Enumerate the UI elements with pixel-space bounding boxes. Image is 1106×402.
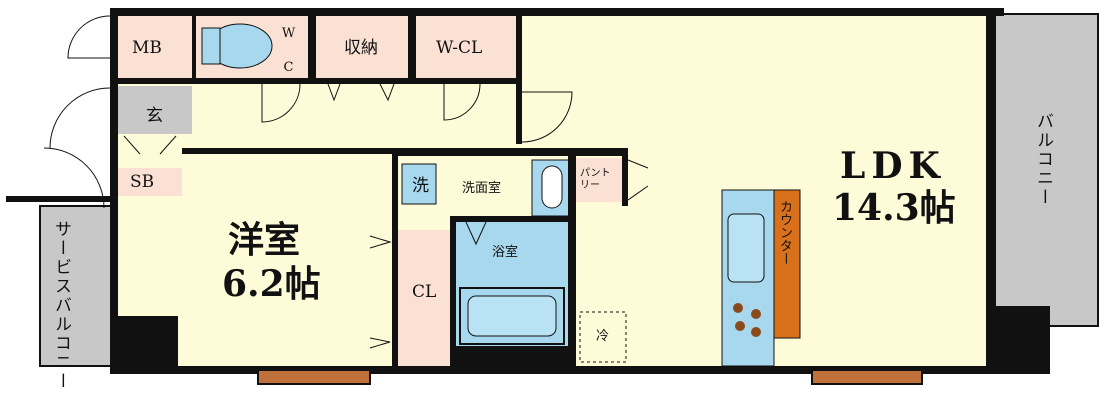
bathtub-inner (467, 295, 557, 337)
wc-label: W C (281, 26, 296, 77)
toilet-tank (201, 27, 221, 65)
storage-room (316, 16, 408, 78)
bathroom-label: 浴室 (492, 245, 519, 260)
stove-burner (733, 303, 743, 313)
door-swings (43, 15, 649, 349)
pantry-label: パントリー (580, 168, 611, 191)
mb-room (118, 16, 192, 78)
closet-label: CL (412, 282, 437, 302)
window (811, 369, 923, 385)
ldk-size: 14.3帖 (832, 187, 956, 229)
washer-label: 洗 (412, 176, 429, 196)
pantry-room (576, 158, 622, 202)
sb-room (118, 168, 182, 196)
washroom-label: 洗面室 (462, 181, 502, 196)
western-room-name: 洋室 (228, 219, 301, 261)
kitchen-sink (727, 213, 765, 283)
mb-label: MB (132, 38, 162, 58)
sb-label: SB (130, 172, 155, 192)
wcl-room (416, 16, 516, 78)
western-room-size: 6.2帖 (222, 263, 321, 305)
washer-pan (401, 163, 437, 205)
walls (6, 8, 1050, 374)
counter-label: カウンター (777, 200, 792, 265)
service-balcony-label: サービスバルコニー (51, 220, 71, 391)
closet-room (398, 230, 450, 366)
wcl-label: W-CL (436, 38, 483, 58)
stove-burner (751, 309, 761, 319)
storage-label: 収納 (344, 38, 378, 58)
fridge-space (579, 311, 627, 363)
fridge-label: 冷 (596, 329, 610, 344)
window (257, 369, 371, 385)
balcony-floor (993, 13, 1099, 327)
stove-burner (751, 327, 761, 337)
entrance-floor (118, 86, 192, 134)
balcony-label: バルコニー (1033, 112, 1053, 207)
entrance-label: 玄 (146, 106, 163, 126)
service-balcony-floor (39, 205, 113, 367)
stove-burner (735, 321, 745, 331)
counter-bar (773, 189, 801, 339)
basin-bowl (541, 165, 563, 209)
ldk-name: LDK (840, 145, 946, 187)
